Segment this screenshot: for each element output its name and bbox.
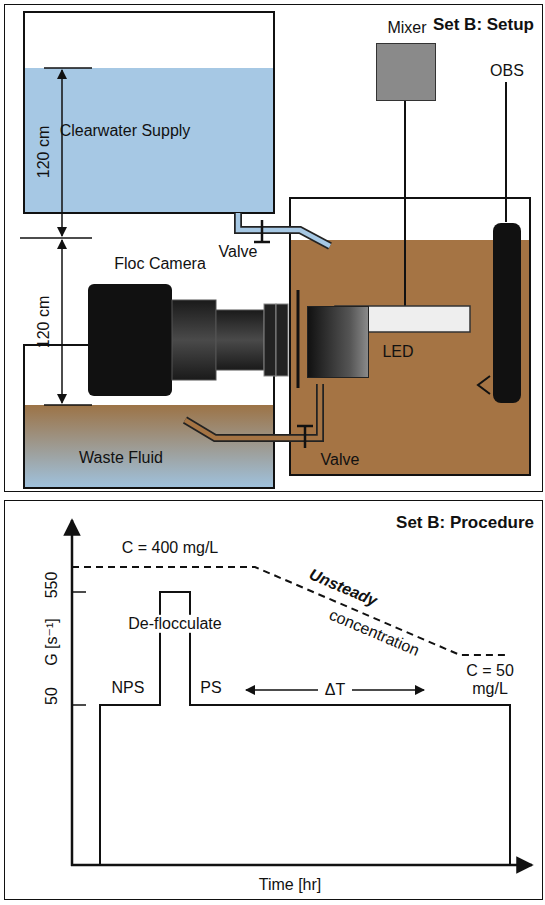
obs-cable [505,82,507,222]
setup-panel: Clearwater SupplyMixerOBSLEDWaste FluidS… [4,4,543,492]
panel-title: Set B: Setup [433,15,534,35]
waste-tank-box: Waste Fluid [25,346,275,489]
procedure-chart [71,520,532,866]
floc-camera [88,284,288,396]
interval-label: ΔT [325,681,345,699]
node-label: Mixer [387,19,426,37]
node-label: OBS [490,62,524,80]
valve-symbol [254,220,270,242]
obs-probe: OBS [493,223,521,403]
drain-pipe-fill [185,384,320,438]
axis-tick-label: 50 [43,687,61,705]
procedure-panel: Set B: Procedure [4,500,543,900]
trend-label: Unsteady [306,565,379,610]
phase-label: PS [200,679,221,697]
drain-pipe [185,384,320,438]
mixer-box: Mixer [376,43,436,101]
valve-label: Valve [219,243,258,261]
dimension-label: 120 cm [35,296,53,348]
panel-title: Set B: Procedure [396,513,534,533]
dimension-lines [20,68,92,405]
node-label: Waste Fluid [61,449,181,467]
axis-tick-label: 550 [43,572,61,599]
mixer-shaft [404,100,406,306]
led-box: LED [307,306,369,378]
dimension-label: 120 cm [35,126,53,178]
supply-pipe [238,213,330,246]
camera-label: Floc Camera [114,255,206,273]
led-window [297,290,300,388]
supply-tank-box: Clearwater Supply [25,13,275,214]
phase-label: De-flocculate [126,615,223,633]
concentration-label: C = 50 mg/L [455,662,525,699]
supply-pipe-fill [238,213,330,246]
valve-symbol [297,426,313,448]
waste-fluid-fill [24,405,274,488]
axis-title: Time [hr] [259,876,322,894]
valve-label: Valve [321,451,360,469]
trend-label: concentration [326,606,422,660]
concentration-label: C = 400 mg/L [122,539,219,557]
node-label: Clearwater Supply [50,122,200,140]
axis-title: G [s⁻¹] [43,618,61,666]
obs-beam [478,376,490,394]
node-label: LED [382,343,413,361]
phase-label: NPS [112,679,145,697]
